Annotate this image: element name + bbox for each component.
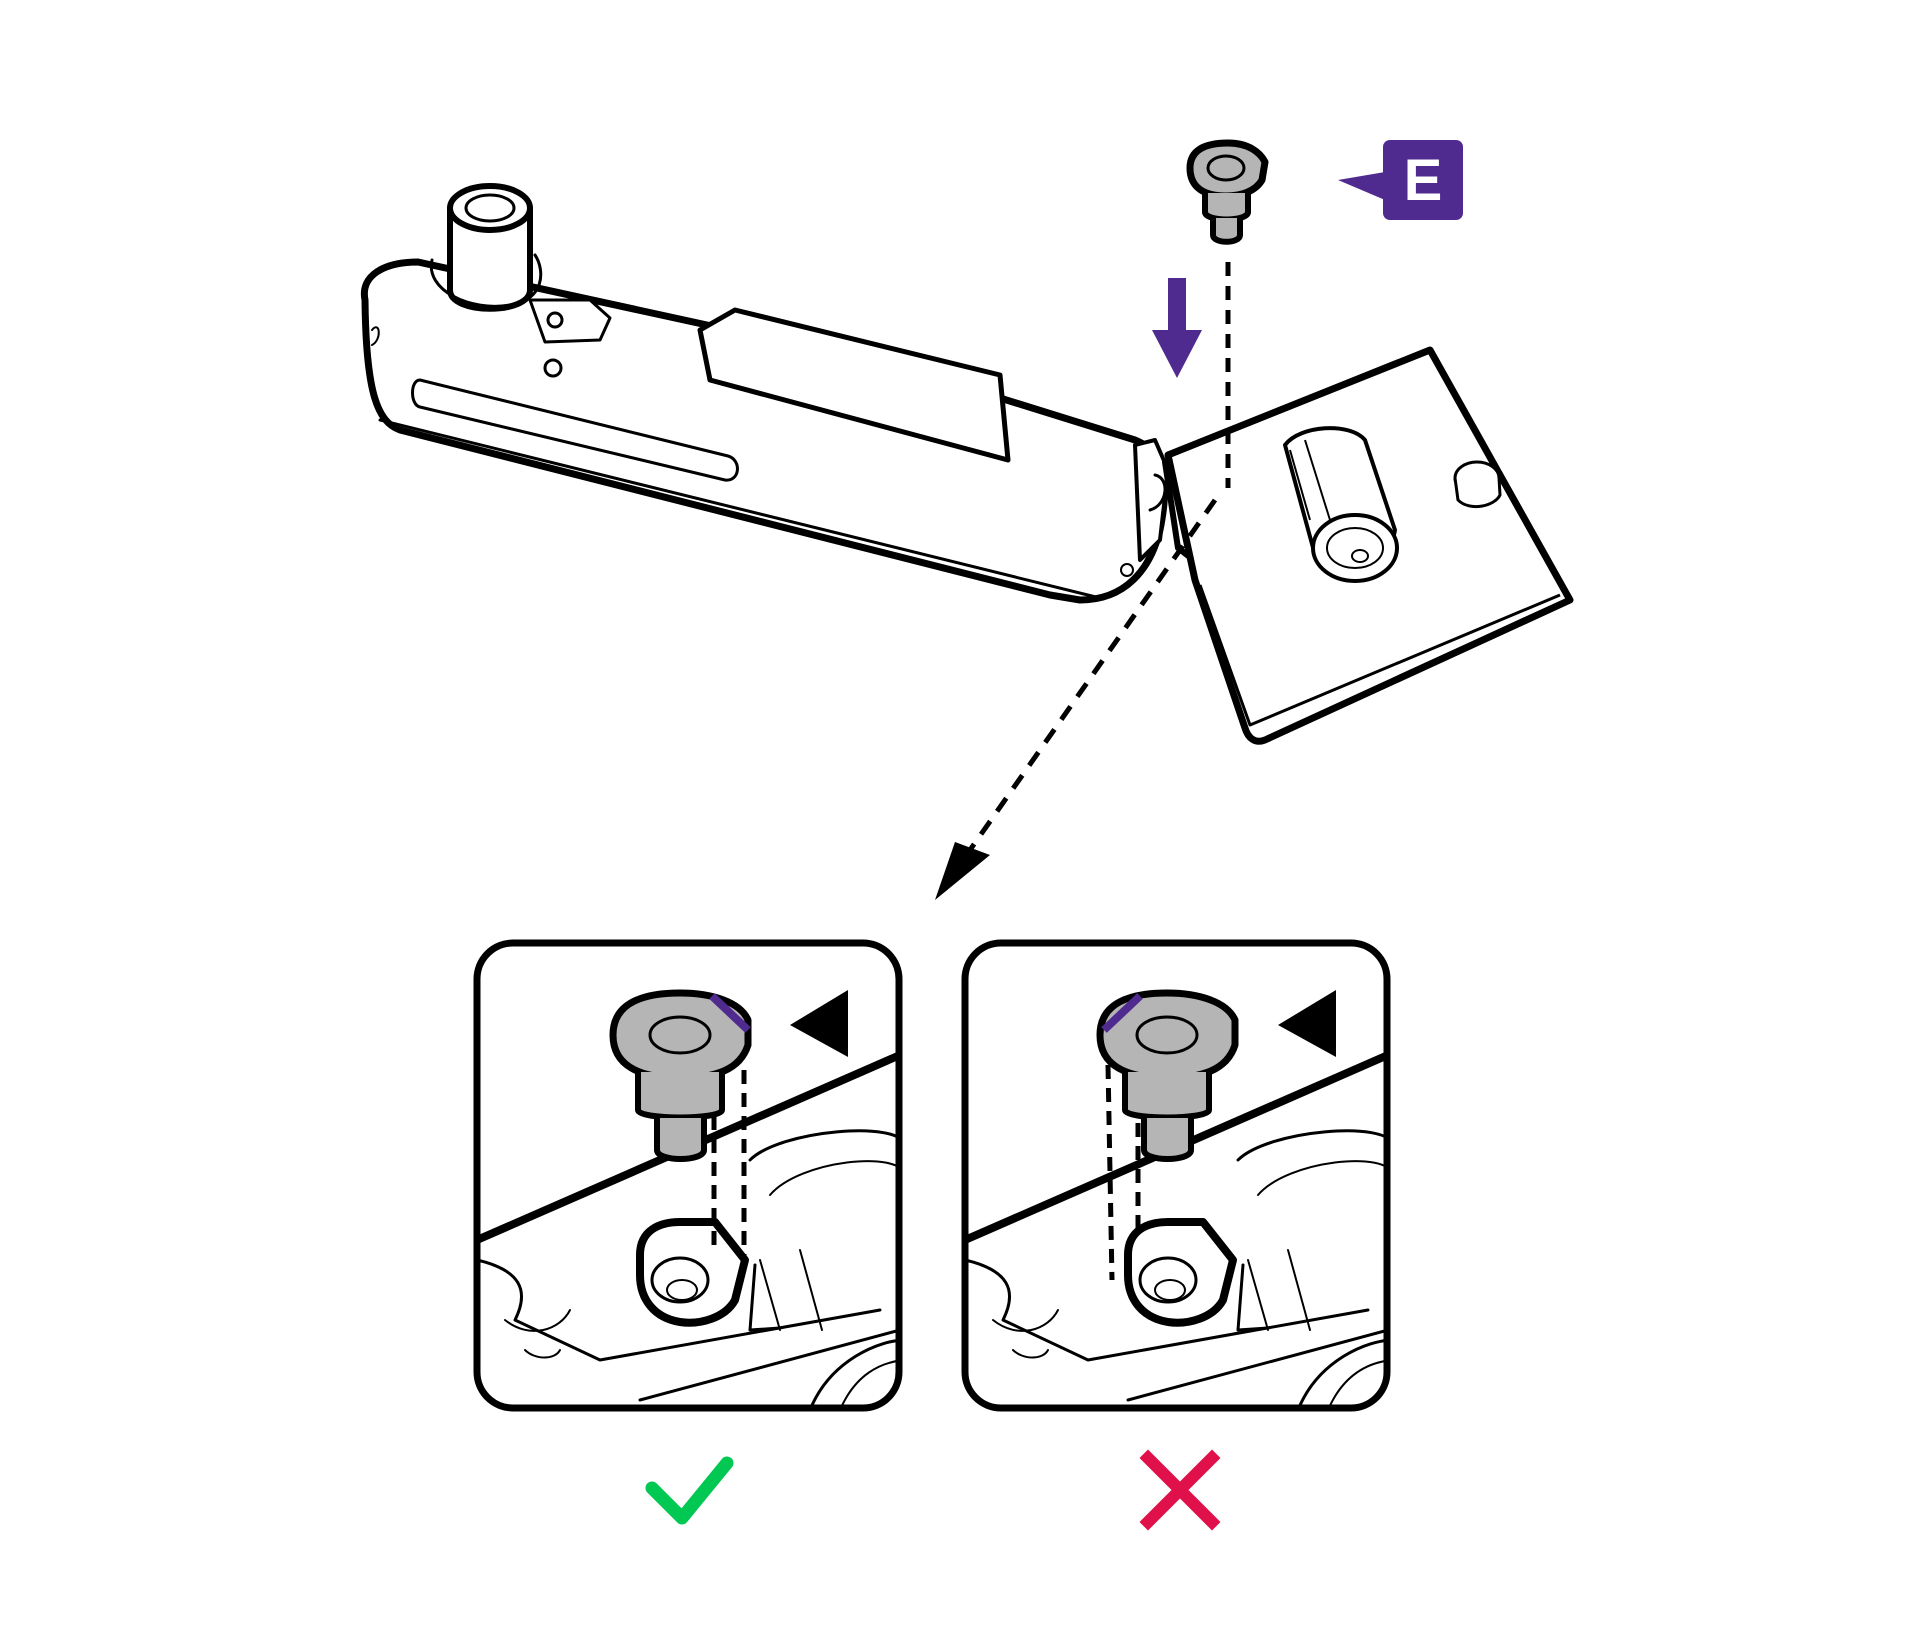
cross-icon (1139, 1449, 1221, 1531)
detail-panel-wrong (961, 939, 1391, 1412)
part-e-letter: E (1404, 148, 1443, 213)
part-e-callout: E (1338, 140, 1463, 220)
part-e-screw (1186, 139, 1269, 245)
detail-panel-correct (473, 939, 903, 1412)
check-icon (645, 1456, 734, 1525)
pointer-triangle-icon (790, 990, 848, 1057)
pointer-triangle-icon (1278, 990, 1336, 1057)
insertion-guide (935, 262, 1231, 900)
monitor-arm (360, 183, 1267, 604)
vesa-plate (1164, 346, 1574, 745)
